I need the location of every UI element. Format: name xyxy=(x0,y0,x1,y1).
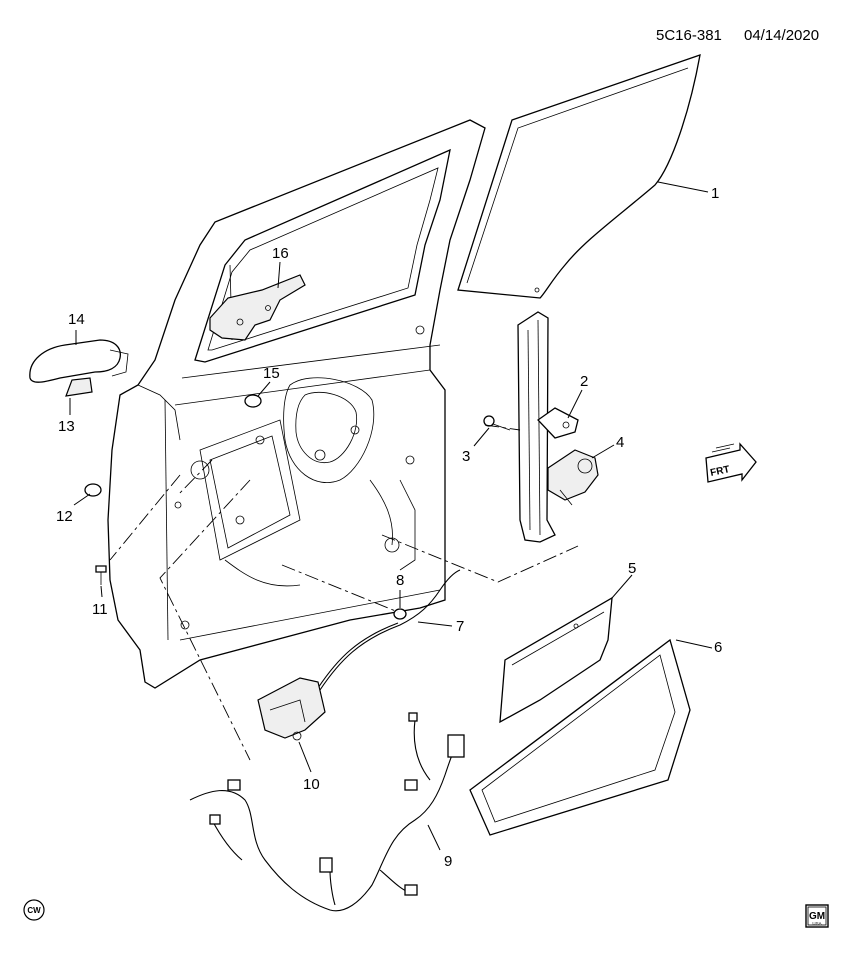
part-10-door-latch xyxy=(257,677,326,741)
front-label: FRT xyxy=(709,464,730,479)
callout-1: 1 xyxy=(711,185,719,202)
part-9-wiring-harness xyxy=(189,712,465,912)
part-12-plug xyxy=(84,483,102,497)
cw-symbol-text: CW xyxy=(27,906,41,915)
callout-5: 5 xyxy=(628,560,636,577)
callout-14: 14 xyxy=(68,311,85,328)
part-2-window-regulator xyxy=(517,311,579,543)
part-14-outside-handle xyxy=(29,339,129,383)
part-6-water-deflector xyxy=(469,638,691,836)
callout-16: 16 xyxy=(272,245,289,262)
part-5-deadener xyxy=(499,596,613,724)
callout-6: 6 xyxy=(714,639,722,656)
gm-logo-icon: GM USA xyxy=(805,904,829,928)
callout-7: 7 xyxy=(456,618,464,635)
door-frame xyxy=(107,119,486,689)
part-16-bracket xyxy=(209,274,306,341)
gm-logo-subtext: USA xyxy=(812,921,821,926)
part-8-grommet xyxy=(393,608,407,620)
part-15-grommet xyxy=(244,394,262,408)
leader-lines xyxy=(69,181,713,851)
callout-2: 2 xyxy=(580,373,588,390)
gm-logo-text: GM xyxy=(809,911,825,922)
part-13-handle-pad xyxy=(65,377,93,397)
part-3-screw xyxy=(483,415,511,431)
callout-15: 15 xyxy=(263,365,280,382)
diagram-date: 04/14/2020 xyxy=(744,27,819,44)
callout-3: 3 xyxy=(462,448,470,465)
part-7-cable xyxy=(319,569,461,691)
callout-12: 12 xyxy=(56,508,73,525)
part-11-bolt xyxy=(95,565,107,585)
diagram-code: 5C16-381 xyxy=(656,27,722,44)
part-1-window-glass xyxy=(457,54,701,299)
front-arrow-icon: FRT xyxy=(705,442,757,483)
callout-11: 11 xyxy=(92,601,108,618)
callout-13: 13 xyxy=(58,418,75,435)
part-4-window-motor xyxy=(547,449,599,506)
reference-lines xyxy=(109,424,579,761)
callout-4: 4 xyxy=(616,434,624,451)
callouts: 1 2 3 4 5 6 7 8 9 10 11 12 13 14 15 16 xyxy=(56,185,722,870)
cw-symbol-icon: CW xyxy=(23,899,45,921)
callout-10: 10 xyxy=(303,776,320,793)
callout-9: 9 xyxy=(444,853,452,870)
callout-8: 8 xyxy=(396,572,404,589)
